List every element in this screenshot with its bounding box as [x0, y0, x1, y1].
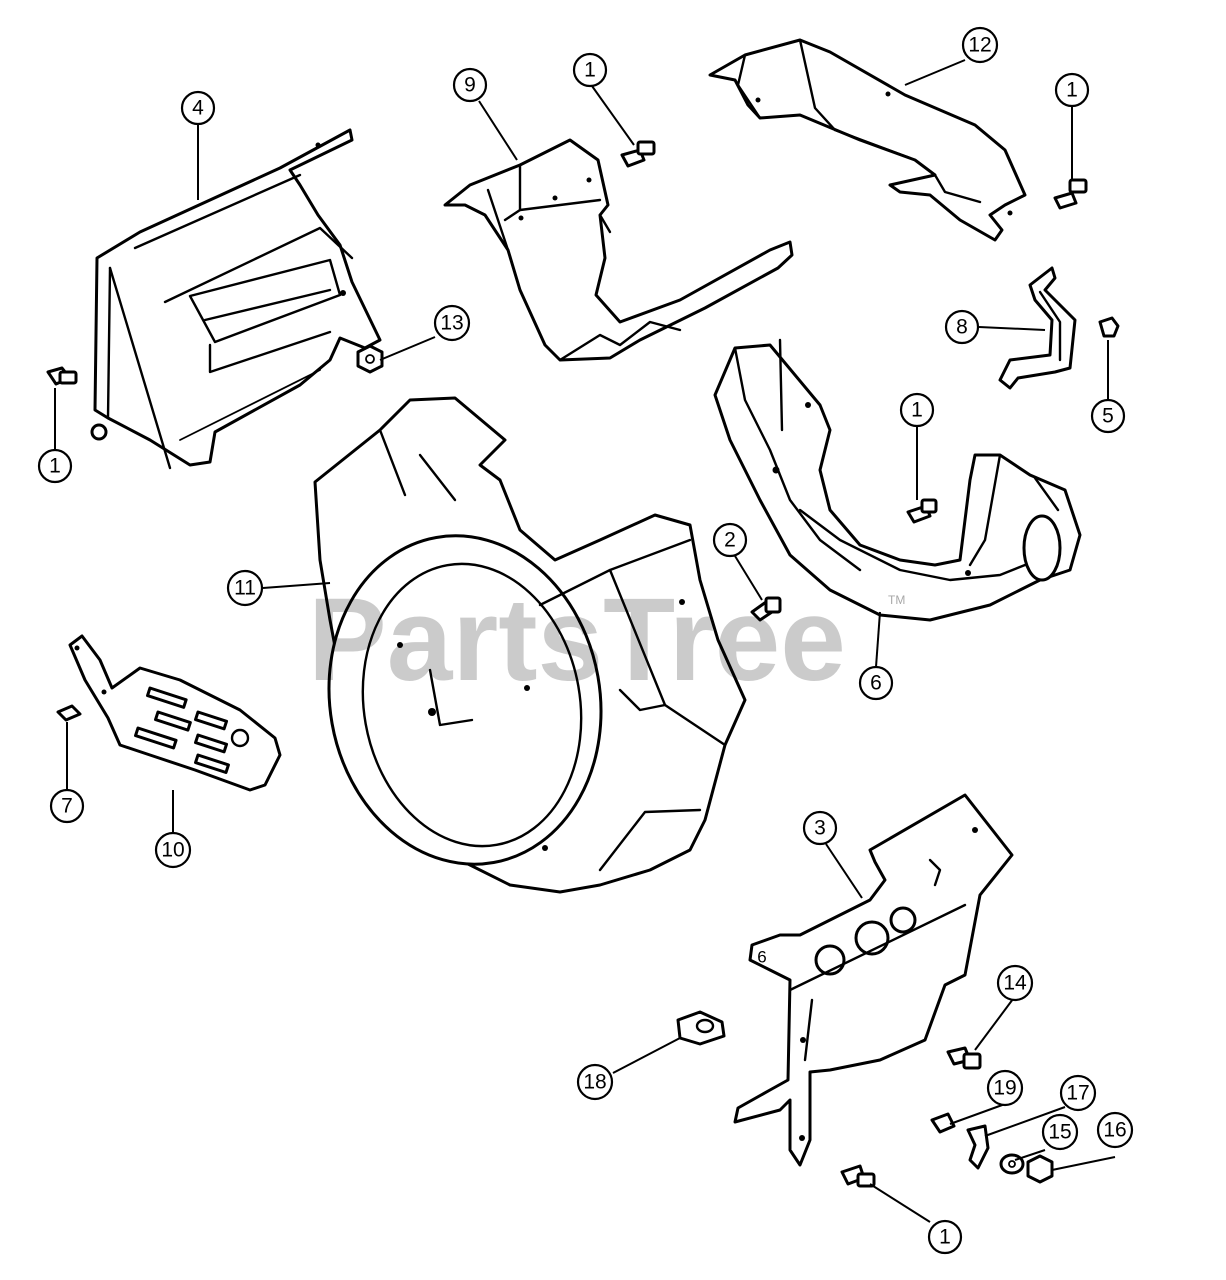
svg-text:11: 11: [234, 577, 256, 600]
svg-text:2: 2: [724, 529, 736, 552]
screw-5: [1098, 316, 1120, 338]
callout-17: 17: [1059, 1074, 1097, 1112]
screw-14: [946, 1046, 982, 1070]
clip-17: [966, 1124, 990, 1170]
svg-text:7: 7: [61, 795, 73, 818]
svg-text:14: 14: [1003, 972, 1027, 995]
callout-19: 19: [986, 1069, 1024, 1107]
callout-13: 13: [433, 304, 471, 342]
callout-3: 3: [802, 810, 838, 846]
callout-9: 9: [452, 67, 488, 103]
svg-text:5: 5: [1102, 405, 1114, 428]
nut-13: [356, 344, 384, 374]
nut-16: [1026, 1154, 1054, 1184]
svg-text:19: 19: [993, 1077, 1016, 1100]
svg-text:1: 1: [939, 1226, 951, 1249]
part-3-panel: [733, 793, 1014, 1167]
part-8-bracket: [998, 266, 1077, 390]
svg-text:13: 13: [440, 312, 463, 335]
screw-19: [930, 1112, 956, 1134]
callout-1: 1: [572, 52, 608, 88]
screw-1-bottom: [840, 1164, 876, 1188]
part-4-baffle: [90, 128, 382, 470]
svg-text:8: 8: [956, 316, 968, 339]
part-6-tab-label: 6: [757, 948, 766, 967]
svg-text:17: 17: [1066, 1082, 1089, 1105]
watermark: PartsTree: [308, 574, 846, 706]
callout-7: 7: [49, 788, 85, 824]
svg-text:18: 18: [583, 1071, 606, 1094]
svg-text:1: 1: [49, 455, 61, 478]
callout-6: 6: [858, 665, 894, 701]
svg-text:1: 1: [911, 399, 923, 422]
callout-14: 14: [996, 964, 1034, 1002]
callout-4: 4: [180, 90, 216, 126]
svg-text:9: 9: [464, 74, 476, 97]
screw-1-top-right: [1053, 178, 1088, 210]
part-12-baffle: [708, 38, 1027, 242]
callout-1: 1: [927, 1219, 963, 1255]
callout-1: 1: [899, 392, 935, 428]
leader-lines: [54, 59, 1116, 1223]
screw-1-top: [620, 140, 656, 168]
part-10-plate: [68, 634, 282, 792]
callout-8: 8: [944, 309, 980, 345]
part-11-blower-housing: [313, 396, 747, 894]
svg-text:3: 3: [814, 817, 826, 840]
svg-text:10: 10: [161, 839, 184, 862]
svg-text:6: 6: [870, 672, 882, 695]
svg-text:15: 15: [1048, 1121, 1071, 1144]
svg-text:12: 12: [968, 34, 991, 57]
screw-2: [750, 596, 782, 622]
callout-2: 2: [712, 522, 748, 558]
callout-15: 15: [1041, 1113, 1079, 1151]
grommet-18: [676, 1010, 726, 1046]
screw-1-left: [46, 366, 78, 386]
callout-1: 1: [37, 448, 73, 484]
svg-text:1: 1: [584, 59, 596, 82]
callout-1: 1: [1054, 72, 1090, 108]
callout-16: 16: [1096, 1111, 1134, 1149]
callout-10: 10: [154, 831, 192, 869]
svg-text:4: 4: [192, 97, 204, 120]
part-6-shroud: [713, 338, 1082, 622]
svg-text:1: 1: [1066, 79, 1078, 102]
callout-18: 18: [576, 1063, 614, 1101]
watermark-trademark: TM: [888, 593, 905, 607]
screw-7: [56, 704, 82, 722]
callout-12: 12: [961, 26, 999, 64]
screw-1-center: [906, 498, 938, 524]
part-9-baffle: [443, 138, 794, 362]
callout-5: 5: [1090, 398, 1126, 434]
svg-text:16: 16: [1103, 1119, 1126, 1142]
callout-11: 11: [226, 569, 264, 607]
